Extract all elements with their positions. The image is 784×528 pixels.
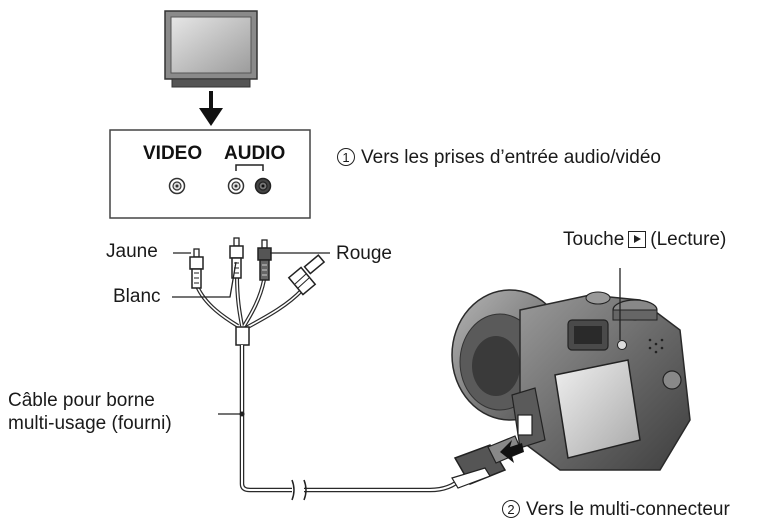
yellow-plug-icon xyxy=(189,248,204,289)
usb-plug-icon xyxy=(287,254,326,296)
av-cable xyxy=(195,275,304,330)
cable-label-line1: Câble pour borne xyxy=(8,390,155,411)
cable-break-mark xyxy=(291,479,307,501)
main-cable xyxy=(239,345,464,493)
step1-callout: 1 Vers les prises d’entrée audio/vidéo xyxy=(337,147,661,169)
play-button-suffix: (Lecture) xyxy=(650,229,727,250)
red-label: Rouge xyxy=(336,243,392,264)
play-icon xyxy=(628,231,647,248)
audio-label: AUDIO xyxy=(224,143,286,164)
tv-monitor-icon xyxy=(164,10,258,88)
audio-right-jack-icon xyxy=(254,177,272,195)
audio-bracket xyxy=(235,164,264,171)
leader-lines xyxy=(172,252,621,415)
step1-number-badge: 1 xyxy=(337,148,355,166)
cable-label-line2: multi-usage (fourni) xyxy=(8,413,172,434)
arrow-down-icon xyxy=(199,91,223,126)
video-label: VIDEO xyxy=(143,143,203,164)
step1-text: Vers les prises d’entrée audio/vidéo xyxy=(361,147,661,168)
video-jack-icon xyxy=(168,177,186,195)
camera-illustration xyxy=(451,289,691,489)
step2-number-badge: 2 xyxy=(502,500,520,518)
red-plug-icon xyxy=(257,239,272,281)
yellow-label: Jaune xyxy=(106,241,158,262)
step2-callout: 2 Vers le multi-connecteur xyxy=(502,499,730,521)
white-label: Blanc xyxy=(113,286,161,307)
tv-input-panel xyxy=(109,129,311,219)
step2-text: Vers le multi-connecteur xyxy=(526,499,730,520)
white-plug-icon xyxy=(229,237,244,279)
play-button-callout: Touche (Lecture) xyxy=(563,229,726,251)
audio-left-jack-icon xyxy=(227,177,245,195)
cable-splitter xyxy=(235,326,250,346)
play-button-prefix: Touche xyxy=(563,229,625,250)
